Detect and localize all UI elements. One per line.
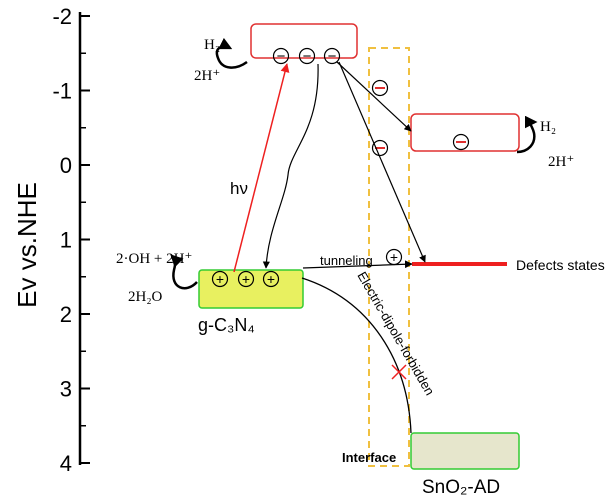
axis-tick-label: -2 xyxy=(52,4,72,29)
forbidden-cross xyxy=(391,364,407,380)
axis-tick-label: 4 xyxy=(60,451,72,476)
hole: + xyxy=(237,270,255,288)
protons-label-right: 2H⁺ xyxy=(548,154,574,170)
sno2-valence-band xyxy=(410,432,520,470)
svg-text:−: − xyxy=(277,48,286,65)
h2-label: H₂ xyxy=(204,37,220,53)
recombination-arrow xyxy=(262,63,319,269)
interface-label: Interface xyxy=(342,450,396,465)
axis-tick-label: 0 xyxy=(60,153,72,178)
axis-tick-label: 3 xyxy=(60,377,72,402)
gcn-valence-band xyxy=(198,269,304,309)
svg-text:−: − xyxy=(328,48,337,65)
svg-text:+: + xyxy=(242,271,250,287)
electron: − xyxy=(323,47,341,65)
electron xyxy=(452,133,470,151)
sno2-label: SnO₂-AD xyxy=(422,477,500,495)
h2-evolution-arrow xyxy=(215,37,248,69)
svg-text:+: + xyxy=(216,271,224,287)
hole: + xyxy=(211,270,229,288)
hole: + xyxy=(262,270,280,288)
hv-label: hν xyxy=(230,179,248,198)
forbidden-path xyxy=(301,277,412,434)
axis-tick-label: 1 xyxy=(60,228,72,253)
electron xyxy=(371,79,389,97)
defect-transfer-arrow xyxy=(338,61,426,263)
energy-axis: -2 -1 0 1 2 3 4 Ev vs.NHE xyxy=(12,4,90,476)
axis-tick-label: -1 xyxy=(52,79,72,104)
electron xyxy=(371,139,389,157)
hole: + xyxy=(385,248,403,266)
water-label: 2H₂O xyxy=(128,289,163,305)
h2-evolution-arrow-right xyxy=(516,115,538,154)
tunneling-arrow xyxy=(302,260,413,269)
h2-label-right: H₂ xyxy=(540,119,556,135)
forbidden-label: Electric-dipole-forbidden xyxy=(354,269,437,398)
cb-transfer-arrow xyxy=(336,61,412,132)
oxidation-arrow xyxy=(170,254,198,290)
protons-label: 2H⁺ xyxy=(194,68,220,84)
svg-text:−: − xyxy=(303,48,312,65)
oxidation-products-label: 2·OH + 2H⁺ xyxy=(116,251,192,267)
gcn-label: g-C₃N₄ xyxy=(198,315,255,335)
axis-tick-label: 2 xyxy=(60,302,72,327)
electron: − xyxy=(298,47,316,65)
defects-label: Defects states xyxy=(516,257,605,273)
axis-label: Ev vs.NHE xyxy=(12,182,42,308)
tunneling-label: tunneling xyxy=(320,253,373,268)
svg-text:+: + xyxy=(390,249,398,265)
svg-text:+: + xyxy=(267,271,275,287)
sno2-conduction-band xyxy=(410,113,520,152)
excitation-arrow xyxy=(233,63,290,273)
